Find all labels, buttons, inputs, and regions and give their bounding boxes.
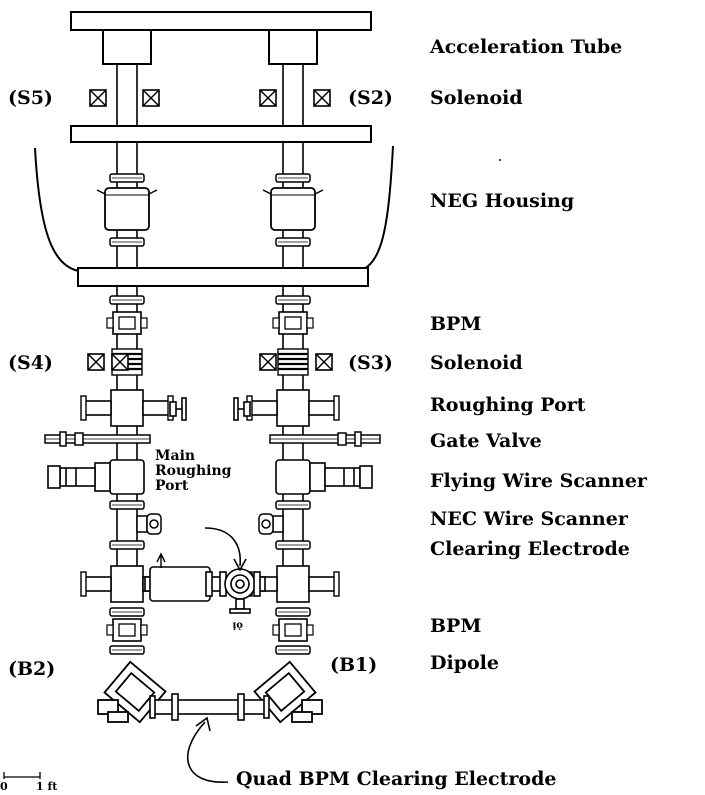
label-neg-housing: NEG Housing <box>430 190 575 212</box>
roughing-valve-right <box>233 397 251 421</box>
scale-zero: 0 <box>0 780 8 793</box>
flange-right-6 <box>275 607 311 617</box>
flange-left-2 <box>109 237 145 247</box>
label-roughing-port: Roughing Port <box>430 394 586 416</box>
flange-right-1 <box>275 173 311 183</box>
roughing-valve-left <box>169 397 187 421</box>
flying-wire-scanner-left <box>47 459 145 495</box>
flange-right-3 <box>275 295 311 305</box>
mid-plate <box>70 125 372 143</box>
solenoid-s3-coil-b <box>315 353 333 371</box>
scale-bar <box>3 772 41 779</box>
bpm-right-bottom <box>272 618 314 642</box>
gate-valve-left <box>44 431 151 447</box>
acceleration-tube-plate <box>70 11 372 31</box>
flange-right-5 <box>275 540 311 550</box>
label-dipole: Dipole <box>430 652 499 674</box>
label-bpm-top: BPM <box>430 313 482 335</box>
electrode-handle-mark <box>156 552 166 568</box>
solenoid-s4-coil-a <box>87 353 105 371</box>
roughing-cross-left <box>80 389 174 427</box>
nec-wire-scanner-right <box>258 513 284 535</box>
nec-wire-scanner-left <box>136 513 162 535</box>
tag-s5: (S5) <box>8 87 53 109</box>
flange-left-3 <box>109 295 145 305</box>
quad-bpm-line <box>149 693 270 721</box>
label-flying-wire-scanner: Flying Wire Scanner <box>430 470 647 492</box>
main-port-arrow <box>204 527 242 567</box>
speck <box>499 159 501 161</box>
label-acceleration-tube: Acceleration Tube <box>430 36 623 58</box>
label-bpm-bottom: BPM <box>430 615 482 637</box>
bottom-plate <box>77 267 369 287</box>
tag-s3: (S3) <box>348 352 393 374</box>
acceleration-tube-block-right <box>268 29 318 65</box>
label-main-roughing-port-3: Port <box>155 478 189 494</box>
acceleration-tube-block-left <box>102 29 152 65</box>
gate-valve-right <box>269 431 381 447</box>
flange-right-4 <box>275 500 311 510</box>
flange-left-7 <box>109 645 145 655</box>
solenoid-s2-coil-a <box>259 89 277 107</box>
neg-pump-right <box>262 187 324 231</box>
neg-chamber-wall <box>34 145 394 273</box>
main-port-mark: ᴉǫ <box>232 620 243 631</box>
label-clearing-electrode: Clearing Electrode <box>430 538 630 560</box>
bpm-left-top <box>106 311 148 335</box>
tag-s4: (S4) <box>8 352 53 374</box>
flange-left-6 <box>109 607 145 617</box>
tag-s2: (S2) <box>348 87 393 109</box>
label-main-roughing-port-2: Roughing <box>155 463 232 479</box>
label-solenoid-mid: Solenoid <box>430 352 523 374</box>
flying-wire-scanner-right <box>275 459 373 495</box>
flange-left-5 <box>109 540 145 550</box>
main-port-arrow-head <box>233 558 247 572</box>
bpm-left-bottom <box>106 618 148 642</box>
quad-bpm-arrow-head <box>195 716 211 732</box>
main-roughing-line <box>144 566 266 614</box>
label-solenoid-top: Solenoid <box>430 87 523 109</box>
scale-unit: 1 ft <box>36 780 58 793</box>
solenoid-s2-coil-b <box>313 89 331 107</box>
flange-right-7 <box>275 645 311 655</box>
flange-left-4 <box>109 500 145 510</box>
roughing-cross-right <box>246 389 340 427</box>
label-main-roughing-port-1: Main <box>155 448 196 464</box>
quad-bpm-arrow <box>187 721 229 783</box>
tag-b2: (B2) <box>8 658 56 680</box>
solenoid-s3-bellows <box>276 347 310 377</box>
label-quad-bpm: Quad BPM Clearing Electrode <box>236 768 557 790</box>
flange-left-1 <box>109 173 145 183</box>
tag-b1: (B1) <box>330 654 378 676</box>
label-gate-valve: Gate Valve <box>430 430 542 452</box>
solenoid-s3-coil-a <box>259 353 277 371</box>
label-nec-wire-scanner: NEC Wire Scanner <box>430 508 628 530</box>
solenoid-s5-coil-b <box>142 89 160 107</box>
neg-pump-left <box>96 187 158 231</box>
solenoid-s4-coil-b <box>111 353 129 371</box>
flange-right-2 <box>275 237 311 247</box>
solenoid-s5-coil-a <box>89 89 107 107</box>
bpm-right-top <box>272 311 314 335</box>
